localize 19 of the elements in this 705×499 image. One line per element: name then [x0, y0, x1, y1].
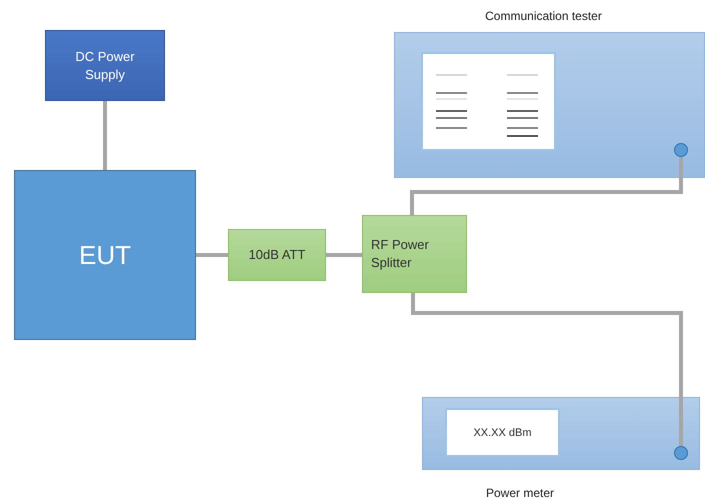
- cable-line: [411, 293, 683, 446]
- node-label: 10dB ATT: [248, 246, 306, 264]
- node-label: DC Power Supply: [74, 48, 136, 84]
- port-circle: [674, 143, 688, 157]
- cable-line: [410, 157, 683, 215]
- instrument-label: Power meter: [484, 486, 556, 499]
- cable-line: [326, 253, 362, 257]
- display-screen: [445, 408, 560, 457]
- port-circle: [674, 446, 688, 460]
- device-box: [14, 170, 196, 340]
- instrument-label: Communication tester: [484, 9, 603, 23]
- power-supply-box: [45, 30, 165, 101]
- cable-line: [103, 101, 107, 170]
- node-label: XX.XX dBm: [473, 426, 532, 438]
- node-label: EUT: [79, 240, 131, 270]
- component-box: [362, 215, 467, 293]
- component-box: [228, 229, 326, 281]
- cable-line: [196, 253, 228, 257]
- node-label: RF Power Splitter: [370, 236, 430, 272]
